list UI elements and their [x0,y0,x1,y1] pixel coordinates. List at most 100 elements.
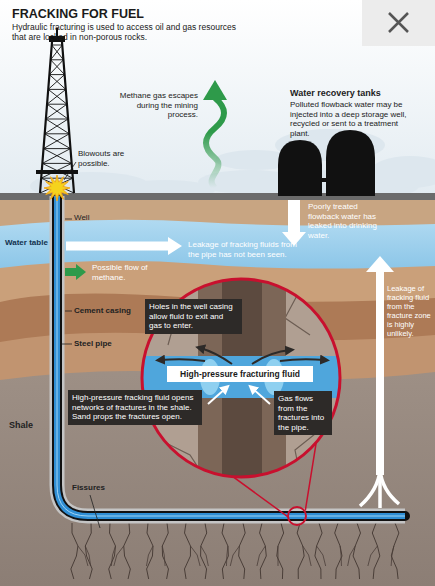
cement-casing [57,196,405,516]
fissure [353,523,360,579]
gas-flow-arrow [208,388,226,404]
fissure [239,523,246,579]
fluid-flow-arrow [252,350,290,364]
leakage-up-arrow [376,270,384,475]
callout-text: High-pressure fracking fluid opens netwo… [72,393,198,422]
fissure-branch [257,546,265,566]
pipe-highlight [57,196,405,516]
annotation-label: Poorly treated flowback water has leaked… [308,202,378,240]
annotation-label: Shale [9,420,33,431]
leader-line [65,219,72,220]
annotation-label: Methane gas escapes during the mining pr… [112,91,198,120]
fissure [85,523,92,579]
annotation-label: Leakage of fracking fluid from the fract… [387,284,433,338]
methane-arrow [206,98,224,188]
derrick-brace [47,89,67,104]
magnified-shale [140,277,342,479]
fissure-branch [368,546,378,566]
title: FRACKING FOR FUEL [12,7,144,22]
magnifier-view [140,277,342,479]
gas-flow-arrow [252,388,270,404]
recovery-tank [278,140,322,196]
fluid-flow-arrow [280,359,325,361]
fissure-branch [226,546,227,566]
recovery-tank [326,130,375,196]
cloud [370,156,435,188]
steel-pipe [57,196,405,516]
fissure-branch [230,546,239,566]
fissure-branch [317,546,326,566]
magnifier-ring [142,279,340,477]
derrick-brace [45,119,70,134]
leader-line [65,311,72,312]
leader-line [90,495,100,528]
fissure [184,523,190,579]
fissure-branch [303,546,311,566]
callout-text: Gas flows from the fractures into the pi… [278,394,328,432]
fissure-branch [162,546,165,566]
callout-text: Holes in the well casing allow fluid to … [149,302,238,331]
leader-line [64,162,76,180]
close-icon [389,13,408,32]
annotation-label: Water table [5,238,48,248]
arrow-root [360,470,380,506]
fissure-branch [348,546,356,566]
fissure [147,523,153,579]
arrow-root [380,470,399,504]
tank-pipe [318,178,330,182]
methane-arrowhead [203,80,227,100]
fissure [124,523,131,579]
subtitle: Hydraulic fracturing is used to access o… [12,22,252,42]
leakage-arrow [66,237,182,255]
callout-box: High-pressure fracking fluid opens netwo… [68,390,202,425]
fissure [315,523,322,579]
fissure [109,523,116,579]
annotation-label: Fissures [72,483,105,493]
annotation-label: Possible flow of methane. [92,263,154,282]
annotation-label: Steel pipe [74,339,112,349]
shale-layer [0,200,435,586]
fissure-branch [146,546,153,566]
annotation-label: Polluted flowback water may be injected … [290,100,412,138]
fissure-branch [201,546,209,566]
fissure [391,523,399,579]
callout-text: High-pressure fracturing fluid [171,369,309,379]
fissure [71,523,78,579]
annotation-label: Cement casing [74,306,131,316]
callout-box: Holes in the well casing allow fluid to … [145,299,242,334]
leakage-up-arrowhead [366,256,394,272]
leader-line [62,344,72,345]
flowback-arrow [282,200,306,246]
derrick-brace [42,149,71,164]
annotation-label: Leakage of fracking fluids from the pipe… [188,240,300,259]
close-button [362,0,435,46]
fissure [277,523,284,579]
fluid-flow-arrow [160,359,205,361]
methane-flow-arrow [65,264,86,280]
fissure [162,523,168,579]
fissure [260,523,267,579]
derrick-platform [36,170,78,174]
derrick-brace [46,104,68,119]
zoom-marker [288,507,306,525]
fissure-branch [340,546,341,566]
fissure [222,523,228,579]
derrick-brace [48,75,66,90]
blowout-burst [44,175,70,201]
water-table-layer [0,200,435,269]
derrick-brace [44,134,71,149]
fissure-branch [277,546,278,566]
pipe-fluid [57,196,405,516]
fissure [335,523,342,579]
annotation-label: Water recovery tanks [290,88,430,99]
callout-box: Gas flows from the fractures into the pi… [274,391,332,435]
fissure-branch [190,546,200,566]
sky [0,0,435,200]
annotation-label: Blowouts are possible. [78,149,134,168]
fissure [297,523,304,579]
derrick-brace [49,60,64,75]
rock-layer [0,200,435,342]
callout-box: High-pressure fracturing fluid [167,366,313,382]
